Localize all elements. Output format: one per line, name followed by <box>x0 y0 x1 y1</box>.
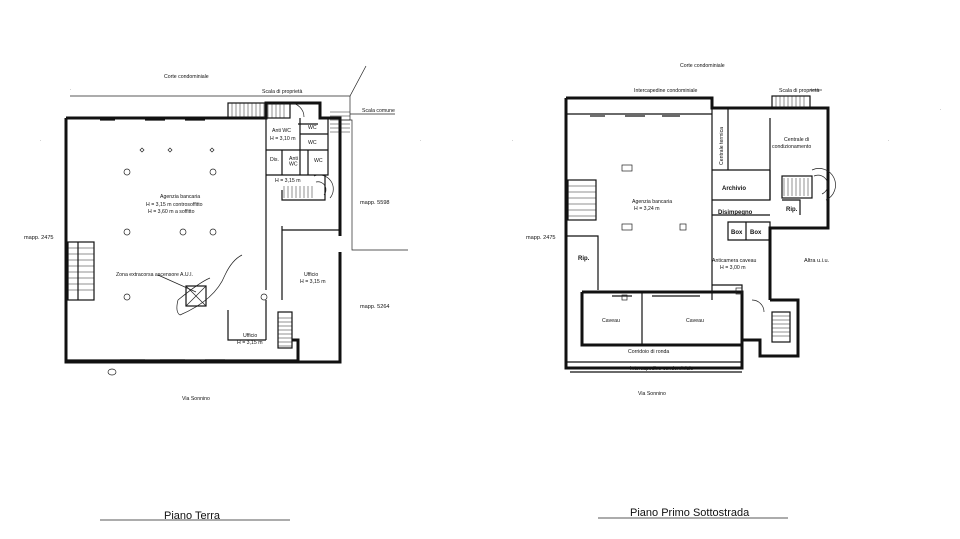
label-ufficio-right: Ufficio <box>304 272 318 278</box>
label-dis: Dis. <box>270 157 279 163</box>
svg-text:-: - <box>40 138 41 142</box>
label-via-sonnino-right: Via Sonnino <box>638 391 666 397</box>
ceiling-lights <box>123 168 268 301</box>
stair-right-lower <box>751 299 791 343</box>
label-caveau-1: Caveau <box>602 318 620 324</box>
label-mapp-2475-right: mapp. 2475 <box>526 235 556 241</box>
svg-text:-: - <box>420 138 421 142</box>
label-intercapedine-top: Intercapedine condominiale <box>634 88 698 94</box>
svg-text:-: - <box>940 107 941 111</box>
label-anti-wc: Anti WC <box>272 128 291 134</box>
label-archivio: Archivio <box>722 186 746 192</box>
plan-piano-primo-sottostrada: Corte condominiale Intercapedine condomi… <box>526 63 836 519</box>
label-agenzia-h2: H = 3,60 m a soffitto <box>148 209 195 215</box>
label-altra-uiu: Altra u.i.u. <box>804 258 830 264</box>
label-zona-extracorsa: Zona extracorsa ascensore A.U.I. <box>116 272 193 278</box>
label-corte-condominiale-right: Corte condominiale <box>680 63 725 69</box>
label-centrale-cond-2: condizionamento <box>772 144 811 150</box>
stair-top-right <box>771 89 822 109</box>
stair-top <box>227 102 305 119</box>
label-scala-proprieta-left: Scala di proprietà <box>262 89 302 95</box>
elevator-zone <box>157 254 243 316</box>
label-rip-1: Rip. <box>786 207 798 213</box>
label-corridoio-ronda: Corridoio di ronda <box>628 349 669 355</box>
stair-inner <box>283 174 334 199</box>
label-mapp-5264: mapp. 5264 <box>360 304 390 310</box>
label-scala-comune: Scala comune <box>362 108 395 114</box>
label-centrale-termica: Centrale termica <box>719 127 725 165</box>
stair-left <box>67 241 95 301</box>
label-agenzia-h1: H = 3,15 m controsoffitto <box>146 202 203 208</box>
ceiling-lights-right <box>621 164 743 301</box>
plan-piano-terra: Corte condominiale Scala di proprietà Sc… <box>24 65 408 522</box>
label-caveau-2: Caveau <box>686 318 704 324</box>
label-wc-2: WC <box>308 140 317 146</box>
label-h-310: H = 3,10 m <box>270 136 296 142</box>
caption-piano-terra: Piano Terra <box>164 510 221 522</box>
label-corte-condominiale-left: Corte condominiale <box>164 74 209 80</box>
label-agenzia-h-right: H = 3,24 m <box>634 206 660 212</box>
label-mapp-5598: mapp. 5598 <box>360 200 390 206</box>
label-ufficio-right-h: H = 3,15 m <box>300 279 326 285</box>
label-h-315-hall: H = 3,15 m <box>275 178 301 184</box>
label-wc-1: WC <box>308 125 317 131</box>
label-centrale-cond-1: Centrale di <box>784 137 809 143</box>
stair-comune <box>330 111 395 133</box>
label-ufficio-small: Ufficio <box>243 333 257 339</box>
stair-left-right-plan <box>567 179 597 221</box>
label-agenzia-bancaria-right: Agenzia bancaria <box>632 199 672 205</box>
label-via-sonnino-left: Via Sonnino <box>182 396 210 402</box>
label-scala-proprieta-right: Scala di proprietà <box>779 88 819 94</box>
label-mapp-2475-left: mapp. 2475 <box>24 235 54 241</box>
label-intercapedine-bottom: Intercapedine condominiale <box>630 366 694 372</box>
label-wc-3: WC <box>314 158 323 164</box>
outer-wall <box>66 101 342 236</box>
label-box-2: Box <box>750 230 762 236</box>
stair-small-office <box>277 311 293 349</box>
svg-text:-: - <box>70 87 71 91</box>
label-agenzia-bancaria-left: Agenzia bancaria <box>160 194 200 200</box>
caption-piano-primo-sottostrada: Piano Primo Sottostrada <box>630 507 750 519</box>
label-rip-2: Rip. <box>578 256 590 262</box>
svg-text:-: - <box>888 138 889 142</box>
label-anticamera-1: Anticamera caveau <box>712 258 757 264</box>
label-ufficio-small-h: H = 3,15 m <box>237 340 263 346</box>
svg-text:-: - <box>512 138 513 142</box>
label-anticamera-2: H = 3,00 m <box>720 265 746 271</box>
label-box-1: Box <box>731 230 743 236</box>
stair-right-upper <box>781 168 836 201</box>
wc-block <box>265 118 329 176</box>
label-disimpegno: Disimpegno <box>718 210 753 216</box>
